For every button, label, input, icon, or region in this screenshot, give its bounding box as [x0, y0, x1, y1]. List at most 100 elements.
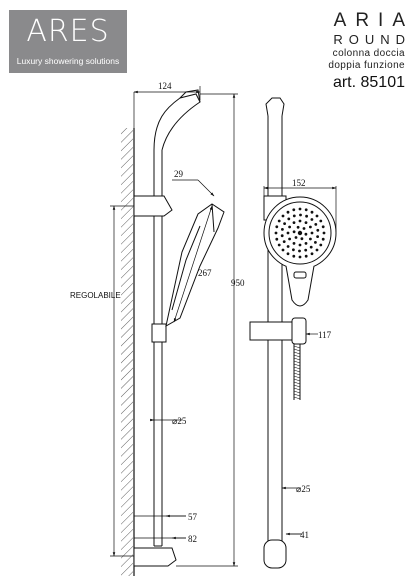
nozzle-dot [286, 210, 290, 214]
nozzle-dot [286, 245, 290, 248]
nozzle-pattern [274, 207, 326, 259]
nozzle-dot [292, 242, 296, 245]
dim-152: 152 [292, 178, 306, 188]
front-bottom-bracket [263, 539, 287, 569]
hose-ridge [293, 387, 301, 391]
dim-950: 950 [231, 278, 245, 288]
nozzle-dot [319, 243, 323, 247]
nozzle-dot [287, 217, 291, 221]
nozzle-dot [304, 208, 308, 212]
dim-82: 82 [188, 534, 197, 544]
nozzle-dot [292, 254, 296, 258]
nozzle-dot [316, 235, 319, 239]
nozzle-dot [298, 255, 302, 259]
front-slider-clip [291, 317, 307, 345]
nozzle-dot [292, 248, 295, 252]
nozzle-dot [315, 214, 319, 218]
dim-41: 41 [300, 530, 309, 540]
dim-regolabile: REGOLABILE [70, 291, 121, 300]
nozzle-dot [297, 230, 303, 236]
hose-ridge [293, 363, 301, 367]
brand-name: ARES [26, 14, 110, 49]
handshower-face [211, 203, 215, 233]
nozzle-dot [277, 219, 281, 223]
dim-117: 117 [318, 330, 332, 340]
dim-29-line [197, 179, 215, 197]
nozzle-dot [300, 237, 304, 241]
nozzle-dot [299, 213, 302, 217]
nozzle-dot [275, 237, 279, 241]
nozzle-dot [305, 214, 308, 218]
dim-267: 267 [198, 268, 212, 278]
nozzle-dot [282, 240, 286, 244]
dim-267-line [173, 205, 213, 323]
nozzle-dot [288, 225, 291, 229]
nozzle-dot [310, 252, 314, 256]
nozzle-dot [292, 214, 296, 218]
nozzle-dot [275, 225, 279, 229]
nozzle-dot [321, 237, 325, 241]
product-description-line-1: colonna doccia [332, 48, 405, 59]
hose-ridge [293, 366, 301, 370]
hose-ridge [293, 354, 301, 358]
handshower-handle [285, 265, 315, 307]
nozzle-dot [304, 242, 308, 245]
nozzle-dot [314, 241, 317, 244]
nozzle-dot [309, 237, 312, 241]
nozzle-dot [280, 234, 284, 238]
front-view-dimension-labels: 152 117 ⌀25 41 [292, 178, 332, 540]
front-view-dimensions [263, 186, 337, 536]
hose-ridge [293, 390, 301, 394]
dim-25-left: ⌀25 [172, 416, 187, 426]
nozzle-dot [283, 222, 286, 226]
product-description-line-2: doppia funzione [328, 60, 405, 71]
hose-ridge [293, 393, 301, 397]
hose-ridge [293, 348, 301, 352]
nozzle-dot [292, 221, 296, 225]
nozzle-dot [298, 249, 301, 253]
hose-texture [293, 345, 301, 400]
nozzle-dot [304, 248, 308, 252]
nozzle-dot [277, 243, 281, 247]
nozzle-dot [304, 254, 308, 258]
hose-ridge [293, 351, 301, 355]
hose-ridge [293, 345, 301, 349]
nozzle-dot [304, 232, 308, 236]
nozzle-dot [315, 248, 319, 252]
nozzle-dot [309, 245, 313, 249]
nozzle-dot [304, 221, 308, 225]
brand-logo: ARES Luxury showering solutions [9, 10, 127, 73]
wall-hatching [121, 128, 133, 576]
nozzle-dot [296, 225, 300, 229]
nozzle-dot [322, 231, 326, 235]
product-code: art. 85101 [332, 74, 405, 91]
nozzle-dot [310, 210, 314, 214]
dim-29: 29 [174, 169, 184, 179]
nozzle-dot [281, 214, 285, 218]
brand-tagline: Luxury showering solutions [16, 56, 120, 66]
bottom-wall-bracket [133, 547, 177, 567]
nozzle-dot [298, 219, 302, 223]
nozzle-dot [321, 225, 325, 229]
hose-ridge [293, 369, 301, 373]
handshower-button [293, 271, 307, 279]
nozzle-dot [286, 252, 290, 256]
product-title-block: ARIA ROUND colonna doccia doppia funzion… [265, 10, 405, 93]
nozzle-dot [298, 243, 302, 247]
hose-ridge [293, 384, 301, 388]
nozzle-dot [294, 236, 298, 239]
nozzle-dot [281, 228, 284, 231]
side-view-dimensions [110, 86, 238, 567]
hose-ridge [293, 357, 301, 361]
nozzle-dot [286, 231, 290, 235]
side-view [121, 89, 225, 576]
dim-57: 57 [188, 512, 198, 522]
nozzle-dot [314, 223, 318, 226]
front-bar-top-cap [265, 97, 285, 117]
dim-25-right: ⌀25 [296, 484, 311, 494]
hose-ridge [293, 372, 301, 376]
slider-block [151, 323, 167, 343]
nozzle-dot [316, 228, 320, 232]
nozzle-dot [310, 231, 314, 235]
